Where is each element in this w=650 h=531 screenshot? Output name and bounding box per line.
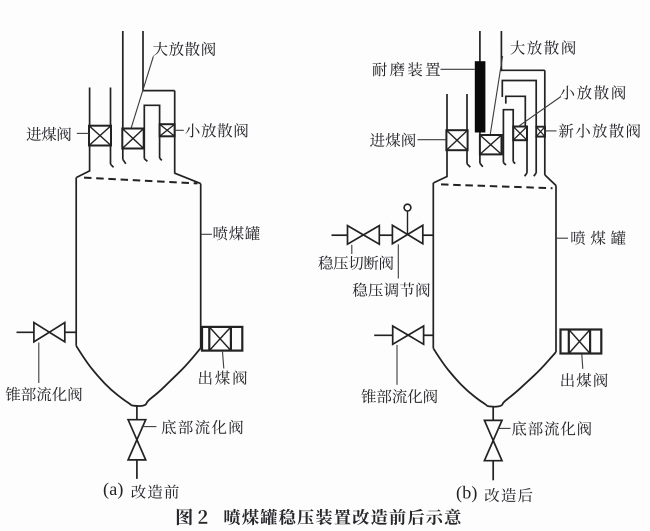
svg-text:(a): (a) <box>103 479 124 500</box>
svg-text:(b): (b) <box>456 483 478 504</box>
